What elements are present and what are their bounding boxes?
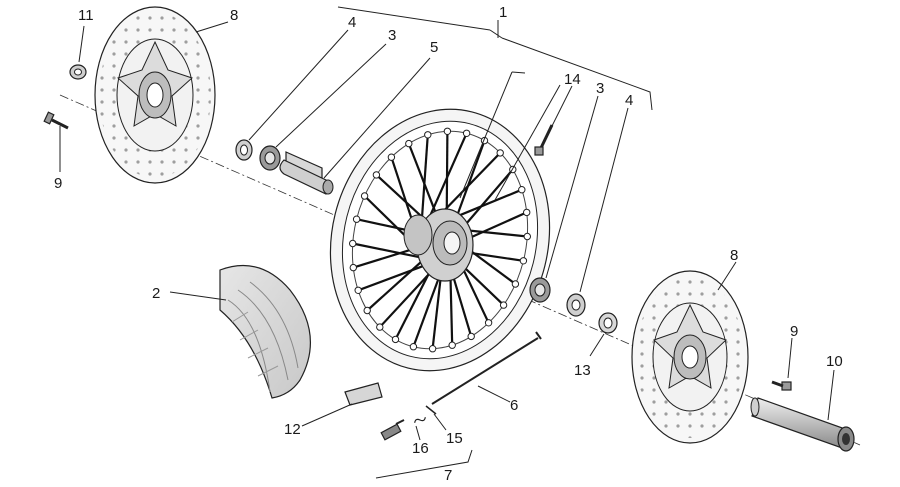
valve-16 <box>380 419 405 441</box>
wheel-axle-10 <box>750 397 855 452</box>
spoke-nipple <box>484 319 493 327</box>
wheel-spoke <box>463 211 528 242</box>
spoke-nipple <box>354 286 362 294</box>
spoke-nipple <box>349 263 357 272</box>
oil-seal-4-right <box>566 293 586 317</box>
callout-14: 14 <box>564 71 581 88</box>
callout-7: 7 <box>444 467 452 484</box>
wheel-spoke <box>437 152 501 218</box>
spoke-nipple <box>499 301 508 309</box>
spoke-nipple <box>511 280 520 288</box>
spoke-nipple <box>352 215 361 223</box>
callout-8-right: 8 <box>730 247 738 264</box>
spoke-nipple <box>518 186 526 194</box>
screw-9-right <box>771 380 792 391</box>
wheel-spoke <box>420 134 429 225</box>
right-brake-disc <box>631 270 749 444</box>
wheel-spoke <box>460 168 514 231</box>
callout-9-right: 9 <box>790 323 798 340</box>
spoke-nipple <box>462 129 471 138</box>
spoke-nipple <box>424 131 432 139</box>
spacer-tube-5 <box>279 151 334 195</box>
spoke-nipple <box>428 345 437 353</box>
spoke-nipple <box>443 127 452 136</box>
spoke-nipple <box>467 332 475 341</box>
callout-5: 5 <box>430 39 438 56</box>
callout-4-left: 4 <box>348 14 356 31</box>
callout-16: 16 <box>412 440 429 457</box>
oil-seal-4-left <box>235 139 253 161</box>
spoke-nipple <box>496 149 504 157</box>
valve-pin-15 <box>425 405 437 415</box>
spoke-nipple <box>387 153 396 161</box>
valve-spring-16 <box>414 417 426 423</box>
spoke-nipple <box>448 341 456 349</box>
callout-labels: 1 2 3 3 4 4 5 6 7 8 8 9 9 10 11 12 13 14… <box>54 4 843 484</box>
spoke-nipple <box>405 139 413 148</box>
tyre-section-2 <box>219 264 311 399</box>
callout-13: 13 <box>574 362 591 379</box>
screw-9-left <box>43 111 69 130</box>
callout-3-right: 3 <box>596 80 604 97</box>
wheel-spoke <box>412 267 444 348</box>
callout-8-left: 8 <box>230 7 238 24</box>
spoke-nipple <box>391 335 400 344</box>
left-brake-disc <box>94 6 216 184</box>
wheel-spoke <box>352 242 420 259</box>
spoke-nipple <box>376 323 384 331</box>
wheel-spoke <box>427 132 468 220</box>
callout-4-right: 4 <box>625 92 633 109</box>
spoke-nipple <box>519 257 528 265</box>
wheel-spoke <box>454 140 486 222</box>
spoked-wheel-rim <box>329 108 551 372</box>
spoke-nipple <box>360 192 369 200</box>
callout-10: 10 <box>826 353 843 370</box>
spoke-nipple <box>349 239 357 248</box>
spoke-nipple <box>363 306 371 315</box>
spoke-6 <box>431 331 542 405</box>
wheel-spoke <box>407 143 439 219</box>
rim-tape-12 <box>344 382 383 406</box>
wheel-spoke <box>378 268 435 328</box>
spoke-nipple <box>523 208 531 217</box>
spoke-nipple <box>523 232 531 241</box>
callout-6: 6 <box>510 397 518 414</box>
wheel-spoke <box>431 268 443 349</box>
wheel-spoke <box>445 131 449 218</box>
bolt-14 <box>534 124 554 156</box>
callout-9-left: 9 <box>54 175 62 192</box>
bearing-3-left <box>259 145 281 171</box>
callout-3-left: 3 <box>388 27 396 44</box>
leader-lines <box>59 6 835 479</box>
spoke-nipple <box>372 171 381 179</box>
spacer-13 <box>598 312 618 334</box>
spacer-11 <box>69 64 87 80</box>
callout-11: 11 <box>78 7 94 24</box>
callout-15: 15 <box>446 430 463 447</box>
callout-2: 2 <box>152 285 160 302</box>
spoke-nipple <box>409 343 418 351</box>
callout-12: 12 <box>284 421 301 438</box>
wheel-spoke <box>366 255 428 312</box>
wheel-spoke <box>357 264 426 292</box>
bearing-3-right <box>529 277 551 303</box>
callout-1: 1 <box>499 4 507 21</box>
